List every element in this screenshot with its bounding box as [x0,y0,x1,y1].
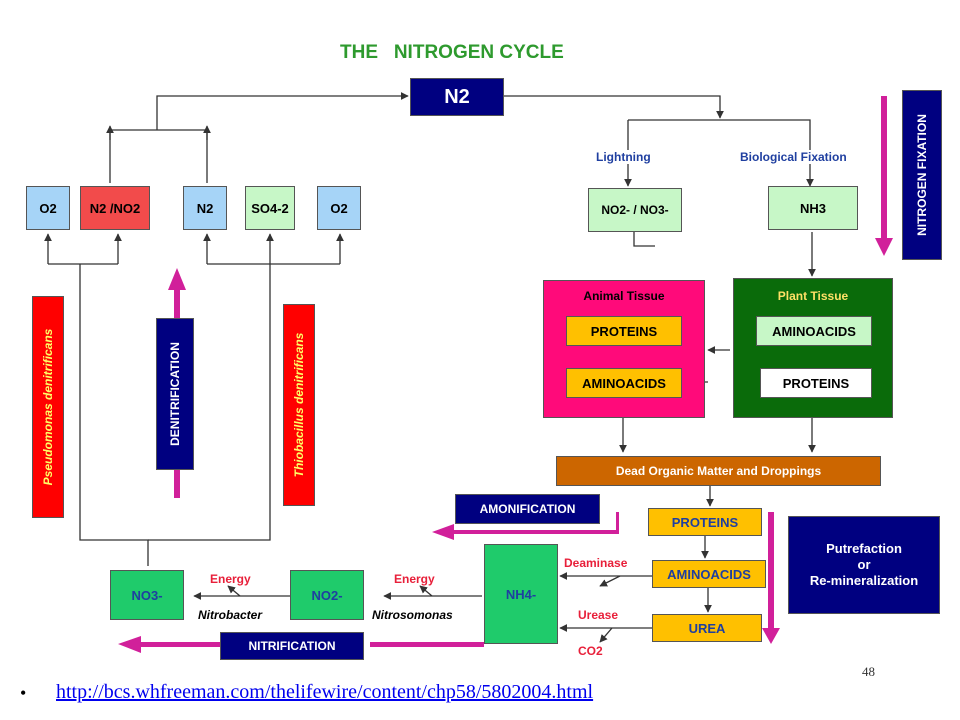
n2-no2-label: N2 /NO2 [89,200,141,216]
o2-right-box: O2 [317,186,361,230]
nitrobacter-label: Nitrobacter [198,608,263,622]
no2-no3-box: NO2- / NO3- [588,188,682,232]
putrefaction-line-1: Putrefaction [826,541,902,556]
connector-fixation-split [628,119,811,150]
biological-fixation-label: Biological Fixation [740,150,847,164]
n2-no2-box: N2 /NO2 [80,186,150,230]
thiobacillus-label: Thiobacillus denitrificans [292,332,306,478]
plant-aminoacids-box: AMINOACIDS [756,316,872,346]
connector-no2no3-out [633,232,655,247]
urea-box: UREA [652,614,762,642]
nh4-label: NH4- [505,586,537,602]
nh4-box: NH4- [484,544,558,644]
denitrification-label: DENITRIFICATION [168,342,182,446]
connector-left-branch [109,129,208,183]
denitrification-banner [156,318,194,470]
so4-box: SO4-2 [245,186,295,230]
energy-left-label: Energy [210,572,251,586]
plant-tissue-title: Plant Tissue [777,289,849,303]
nh3-box: NH3 [768,186,858,230]
diagram-title: THE NITROGEN CYCLE [340,42,564,63]
connector-urease-co2 [599,627,613,643]
animal-aminoacids-box: AMINOACIDS [566,368,682,398]
o2-left-box: O2 [26,186,70,230]
nitrification-box: NITRIFICATION [220,632,364,660]
connector-energy-right [419,585,433,597]
connector-energy-left [227,585,241,597]
plant-proteins-label: PROTEINS [782,375,850,391]
animal-tissue-title: Animal Tissue [583,289,665,303]
pseudomonas-label: Pseudomonas denitrificans [41,328,55,486]
page-number: 48 [862,664,875,679]
connector-thio-down [148,264,271,541]
connector-denit-left [79,264,149,566]
proteins-chain-box: PROTEINS [648,508,762,536]
n2-small-box: N2 [183,186,227,230]
connector-n2-right [503,95,724,119]
n2-small-label: N2 [196,200,214,216]
n2-atmosphere-label: N2 [444,85,470,108]
deaminase-label: Deaminase [564,556,628,570]
animal-aminoacids-label: AMINOACIDS [582,375,666,391]
o2-right-label: O2 [330,200,348,216]
no2-bottom-box: NO2- [290,570,364,620]
nitrogen-fixation-banner [902,90,942,260]
no3-bottom-box: NO3- [110,570,184,620]
dead-organic-matter-label: Dead Organic Matter and Droppings [615,464,822,478]
nitrosomonas-label: Nitrosomonas [372,608,453,622]
dead-organic-matter-box: Dead Organic Matter and Droppings [556,456,881,486]
putrefaction-line-2: or [857,557,871,572]
aminoacids-chain-label: AMINOACIDS [667,566,751,582]
nitrogen-fixation-label: NITROGEN FIXATION [915,114,929,236]
pseudomonas-banner [32,296,64,518]
source-link[interactable]: http://bcs.whfreeman.com/thelifewire/con… [56,681,594,703]
nitrification-label: NITRIFICATION [248,639,336,653]
lightning-label: Lightning [596,150,651,164]
amonification-box: AMONIFICATION [455,494,600,524]
plant-proteins-box: PROTEINS [760,368,872,398]
no2-no3-label: NO2- / NO3- [601,203,669,217]
urea-label: UREA [688,620,726,636]
footer-bullet: • [20,683,27,703]
animal-proteins-box: PROTEINS [566,316,682,346]
energy-right-label: Energy [394,572,435,586]
proteins-chain-label: PROTEINS [671,514,739,530]
so4-label: SO4-2 [251,200,289,216]
co2-label: CO2 [578,644,603,658]
no3-bottom-label: NO3- [131,587,163,603]
putrefaction-line-3: Re-mineralization [809,573,919,588]
urease-label: Urease [578,608,619,622]
putrefaction-box: Putrefaction or Re-mineralization [788,516,940,614]
n2-atmosphere-box: N2 [410,78,504,116]
connector-denitrification-to-n2 [156,92,409,130]
nh3-label: NH3 [799,200,826,216]
thiobacillus-banner [283,304,315,506]
plant-aminoacids-label: AMINOACIDS [772,323,856,339]
animal-proteins-label: PROTEINS [590,323,658,339]
no2-bottom-label: NO2- [311,587,343,603]
connector-deaminase-branch [599,575,621,587]
o2-left-label: O2 [39,200,57,216]
amonification-label: AMONIFICATION [479,502,576,516]
aminoacids-chain-box: AMINOACIDS [652,560,766,588]
